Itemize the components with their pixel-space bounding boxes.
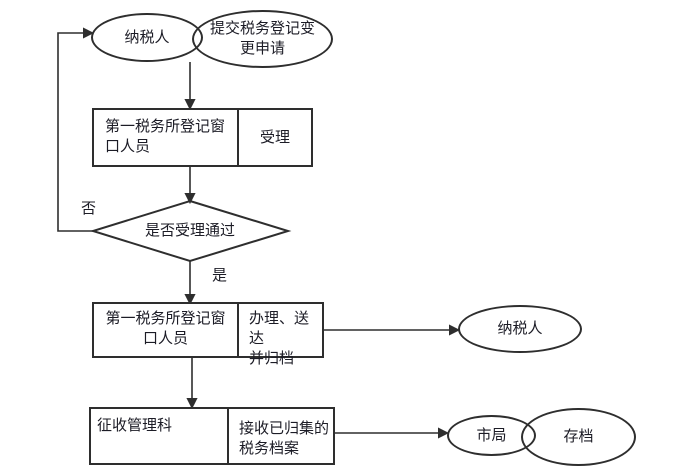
node-archive: 存档: [521, 408, 636, 466]
collection-step-role: 征收管理科: [97, 418, 173, 434]
accept-step-action: 受理: [237, 110, 311, 165]
node-city-bureau: 市局: [447, 415, 536, 456]
node-submit-application: 提交税务登记变 更申请: [192, 10, 333, 68]
node-collection-step: 征收管理科 接收已归集的 税务档案: [89, 407, 335, 465]
node-taxpayer-start: 纳税人: [91, 13, 203, 62]
handle-step-role: 第一税务所登记窗 口人员: [105, 311, 226, 347]
branch-yes-label: 是: [212, 268, 228, 284]
accept-step-role: 第一税务所登记窗 口人员: [105, 119, 226, 155]
handle-step-action: 办理、送达 并归档: [237, 304, 322, 367]
collection-step-action: 接收已归集的 税务档案: [227, 409, 333, 463]
connector-no-feedback: [57, 27, 95, 232]
node-accept-step: 第一税务所登记窗 口人员 受理: [92, 108, 313, 167]
node-taxpayer-end: 纳税人: [458, 305, 582, 353]
decision-label: 是否受理通过: [144, 223, 235, 239]
branch-no-label: 否: [81, 201, 97, 217]
node-handle-step: 第一税务所登记窗 口人员 办理、送达 并归档: [92, 302, 324, 367]
